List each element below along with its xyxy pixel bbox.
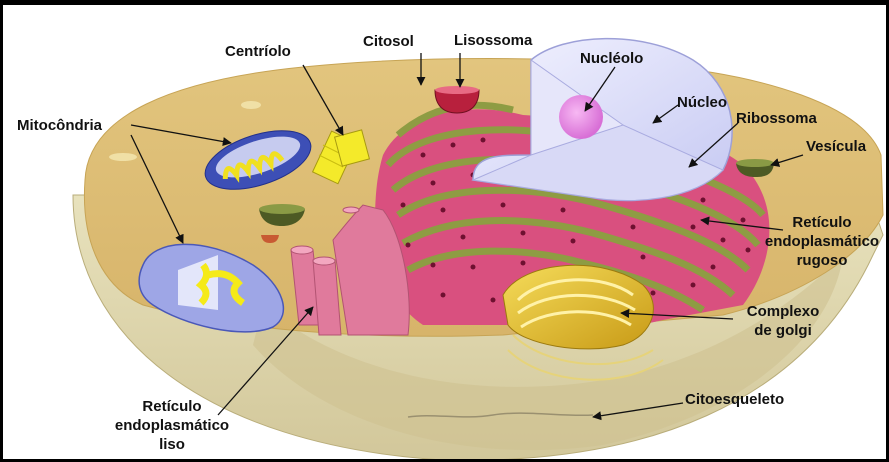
nucleolus	[559, 95, 603, 139]
label-reticulo-liso-line3: liso	[102, 435, 242, 454]
label-reticulo-liso-line2: endoplasmático	[102, 416, 242, 435]
cytosol-spot	[109, 153, 137, 161]
label-citoesqueleto: Citoesqueleto	[685, 390, 784, 409]
label-lisossoma: Lisossoma	[454, 31, 532, 50]
vesicle-right-top	[736, 159, 774, 167]
label-reticulo-rugoso-line2: endoplasmático	[755, 232, 889, 251]
label-reticulo-rugoso: Retículo endoplasmático rugoso	[755, 213, 889, 270]
label-reticulo-rugoso-line3: rugoso	[755, 251, 889, 270]
label-nucleolo: Nucléolo	[580, 49, 643, 68]
label-reticulo-liso: Retículo endoplasmático liso	[102, 397, 242, 454]
label-ribossoma: Ribossoma	[736, 109, 817, 128]
label-centriolo: Centríolo	[225, 42, 291, 61]
vesicle-left-top	[259, 204, 305, 214]
label-mitocondria: Mitocôndria	[17, 116, 102, 135]
label-citosol: Citosol	[363, 32, 414, 51]
label-golgi-line1: Complexo	[735, 302, 831, 321]
label-nucleo: Núcleo	[677, 93, 727, 112]
label-vesicula: Vesícula	[806, 137, 866, 156]
label-reticulo-liso-line1: Retículo	[102, 397, 242, 416]
cytosol-spot	[241, 101, 261, 109]
label-golgi-line2: de golgi	[735, 321, 831, 340]
lysosome-top	[435, 86, 479, 94]
label-complexo-golgi: Complexo de golgi	[735, 302, 831, 340]
label-reticulo-rugoso-line1: Retículo	[755, 213, 889, 232]
